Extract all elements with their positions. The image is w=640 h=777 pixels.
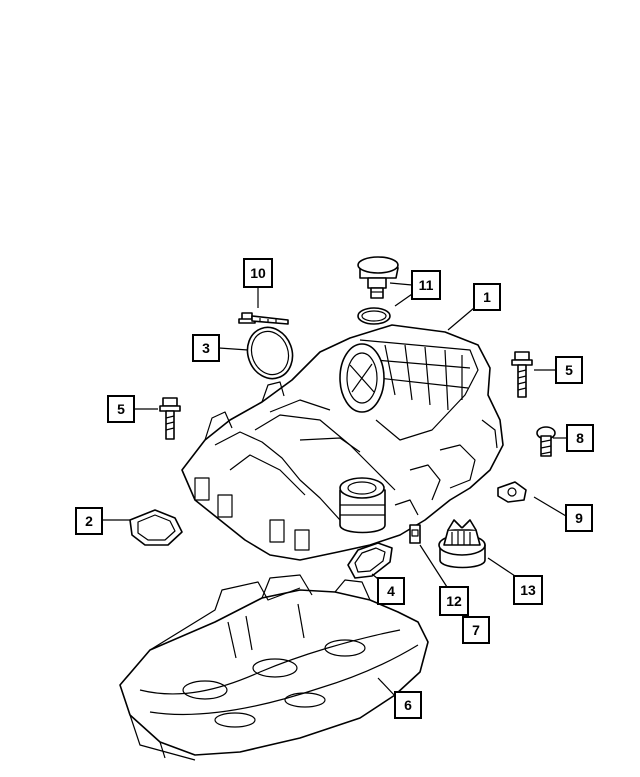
callout-label: 11	[419, 277, 434, 293]
callout-label: 5	[117, 401, 125, 417]
callout-label: 2	[85, 513, 93, 529]
callout-label: 3	[202, 340, 210, 356]
callout-3: 3	[192, 334, 220, 362]
callout-11: 11	[411, 270, 441, 300]
bolt-part-5-right	[511, 351, 533, 398]
callout-8: 8	[566, 424, 594, 452]
callout-label: 13	[520, 582, 536, 598]
lower-plate-part	[119, 574, 429, 761]
o-ring-part-3	[246, 326, 294, 380]
callout-label: 12	[446, 593, 462, 609]
gasket-part-2	[129, 509, 183, 546]
clip-part-12	[409, 524, 421, 544]
sensor-part-11	[357, 256, 399, 325]
callout-1: 1	[473, 283, 501, 311]
callout-5-right: 5	[555, 356, 583, 384]
callout-6: 6	[394, 691, 422, 719]
callout-label: 10	[250, 265, 266, 281]
callout-label: 8	[576, 430, 584, 446]
callout-12: 12	[439, 586, 469, 616]
bolt-part-10	[238, 312, 289, 325]
bolt-part-5-left	[159, 397, 181, 440]
callout-label: 6	[404, 697, 412, 713]
bolt-part-8	[536, 426, 556, 457]
callout-5-left: 5	[107, 395, 135, 423]
callout-10: 10	[243, 258, 273, 288]
callout-label: 1	[483, 289, 491, 305]
intake-manifold-part	[181, 324, 504, 561]
cap-part-13	[438, 519, 486, 569]
callout-7: 7	[462, 616, 490, 644]
callout-2: 2	[75, 507, 103, 535]
callout-9: 9	[565, 504, 593, 532]
leader-lines	[102, 282, 567, 698]
clip-part-9	[497, 481, 527, 503]
callout-13: 13	[513, 575, 543, 605]
callout-4: 4	[377, 577, 405, 605]
callout-label: 7	[472, 622, 480, 638]
callout-label: 4	[387, 583, 395, 599]
callout-label: 5	[565, 362, 573, 378]
gasket-part-4	[347, 542, 393, 579]
callout-label: 9	[575, 510, 583, 526]
